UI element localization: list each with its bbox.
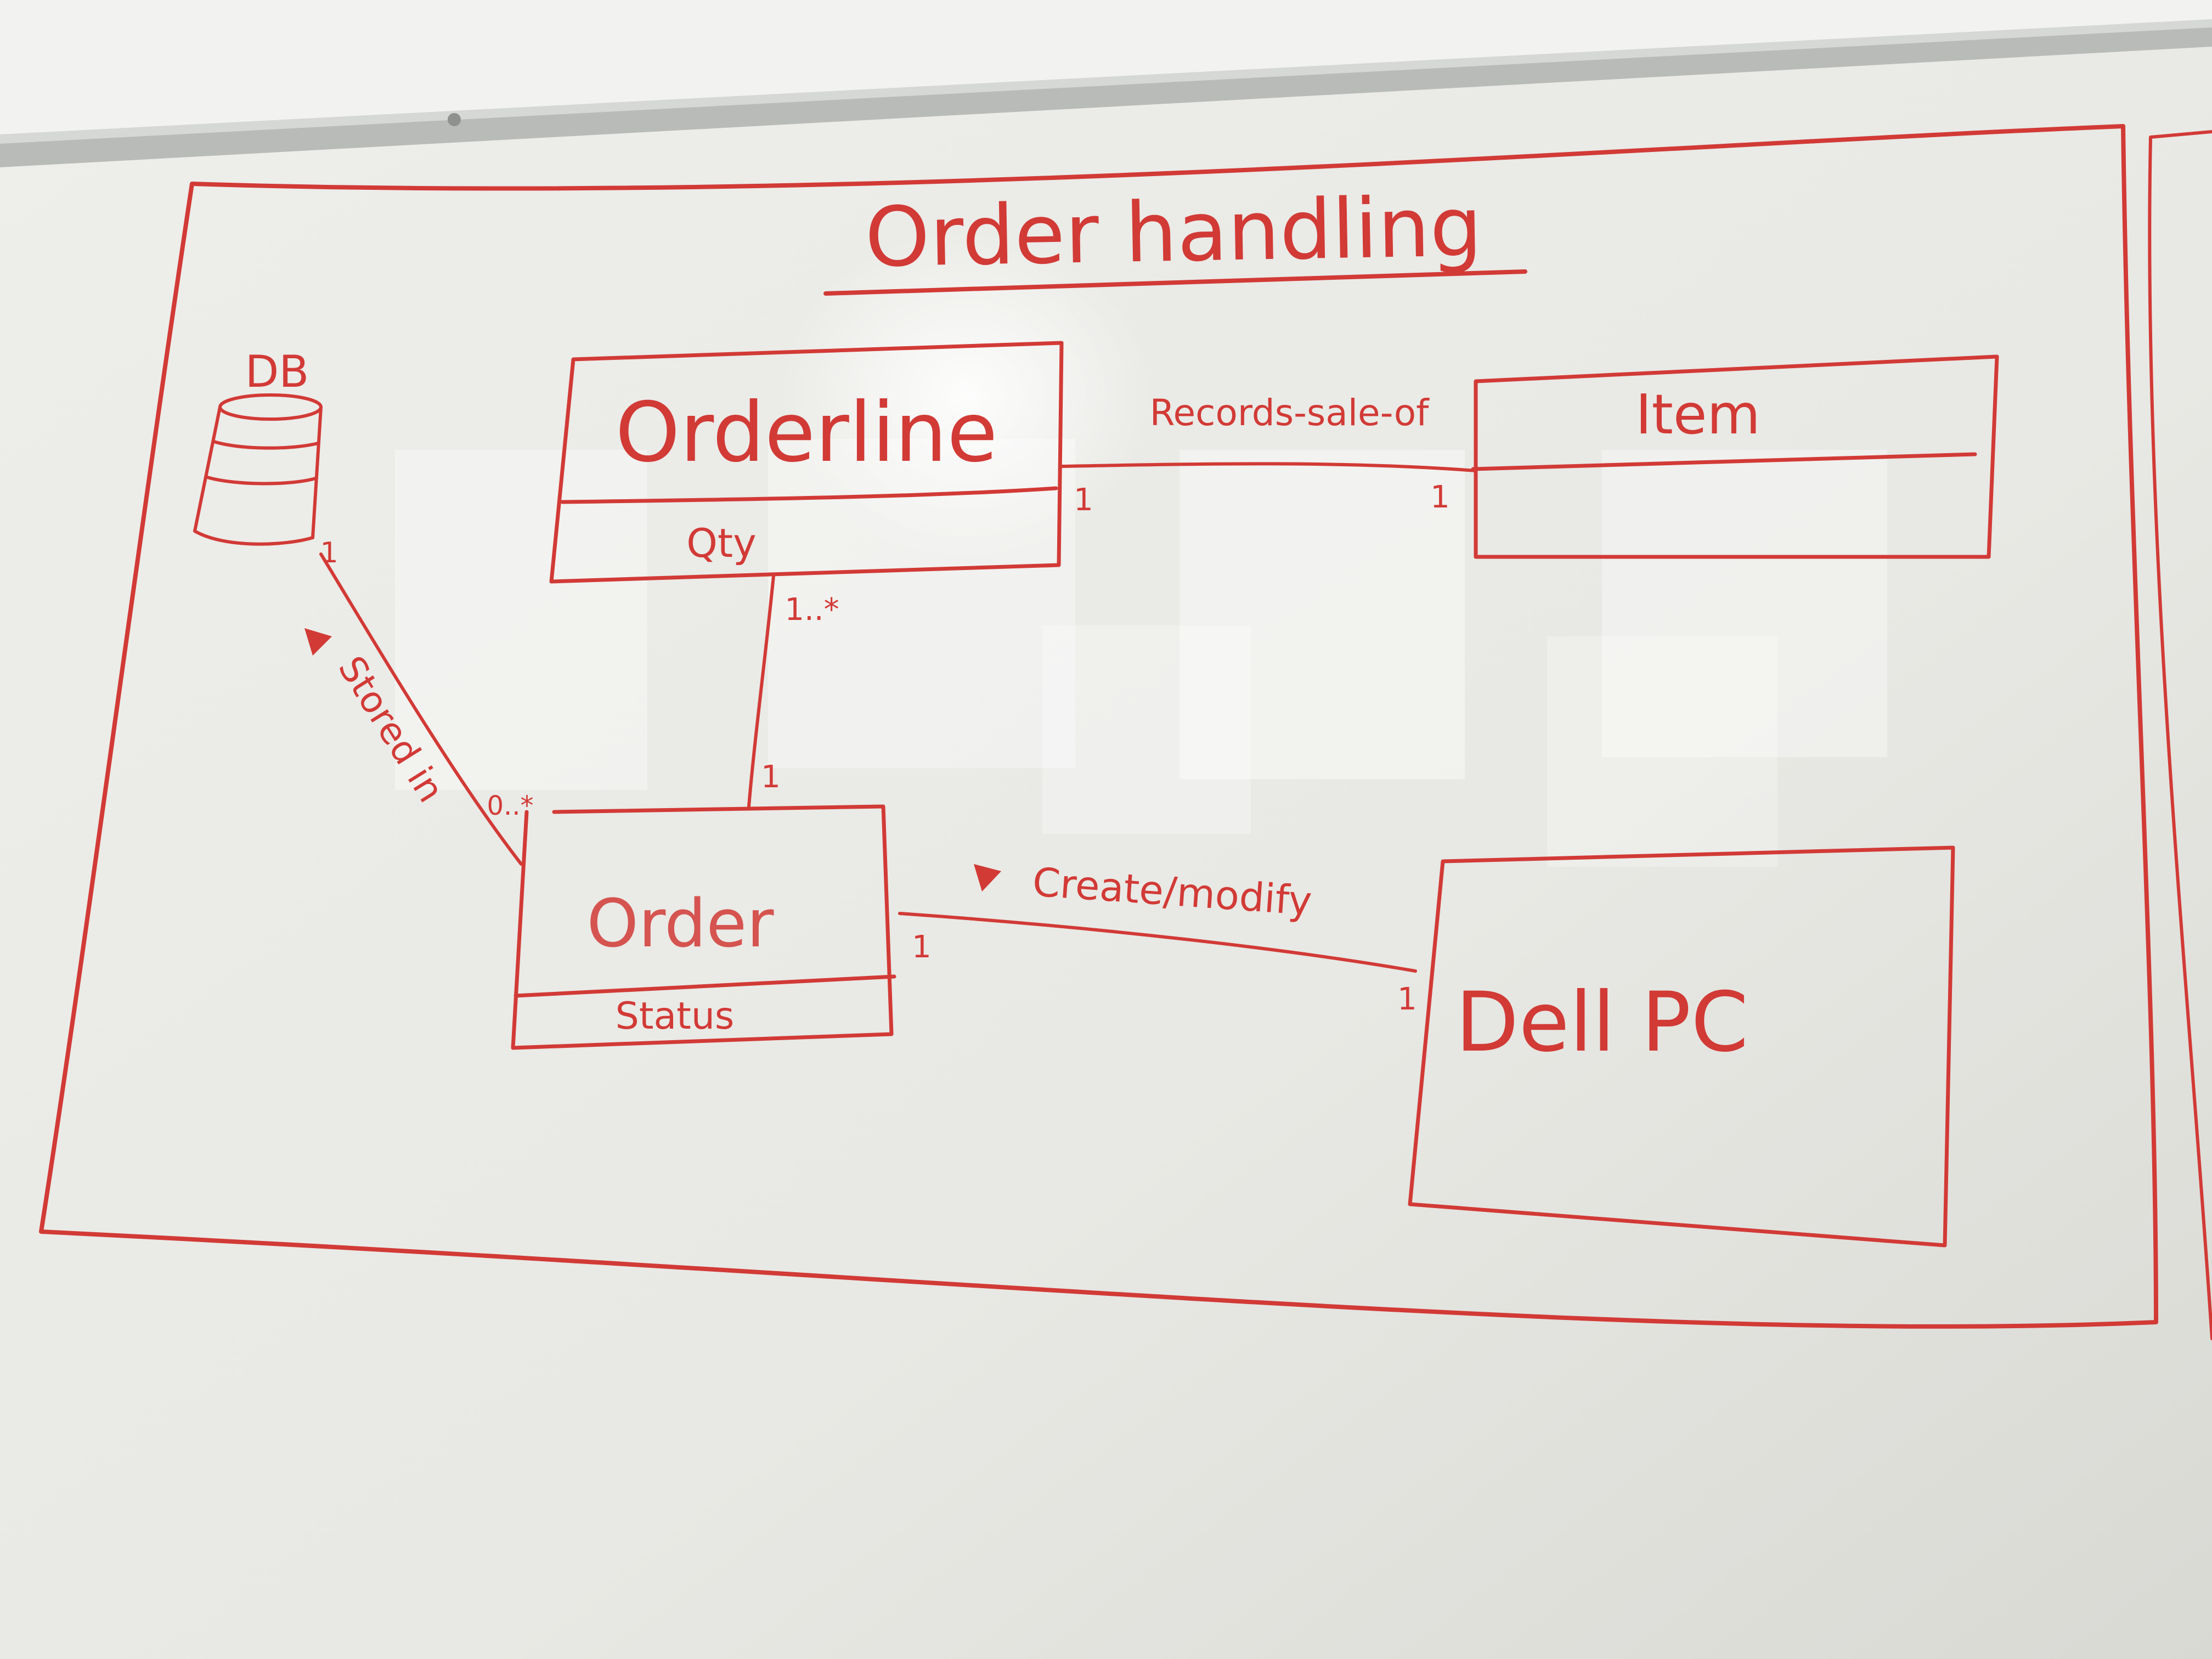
- class-order-attribute: Status: [616, 995, 735, 1038]
- association-orderline-order: 1..* 1: [747, 574, 839, 808]
- class-item-name: Item: [1635, 382, 1760, 447]
- class-order-name: Order: [586, 886, 774, 962]
- multiplicity-order-pc: 1: [912, 929, 932, 965]
- class-orderline: Orderline Qty: [549, 341, 1064, 584]
- database-symbol: DB: [193, 346, 323, 546]
- frame-screw: [448, 113, 461, 126]
- window-reflection: [1042, 625, 1251, 834]
- database-label: DB: [245, 346, 309, 397]
- adjacent-board-edge: [2148, 130, 2212, 1340]
- association-records-sale-of-label: Records-sale-of: [1150, 392, 1430, 434]
- window-reflection: [395, 450, 647, 790]
- multiplicity-orderline-order: 1..*: [785, 592, 839, 628]
- class-orderline-name: Orderline: [616, 385, 998, 481]
- direction-arrow-icon: [304, 628, 332, 656]
- diagram-boundary: [39, 124, 2158, 1329]
- class-orderline-attribute: Qty: [686, 520, 757, 566]
- diagram-title: Order handling: [864, 179, 1483, 286]
- class-dell-pc-name: Dell PC: [1455, 975, 1748, 1070]
- multiplicity-order-db: 0..*: [487, 791, 533, 821]
- class-order: Order Status: [511, 804, 896, 1050]
- window-reflection: [1547, 636, 1778, 867]
- class-item: Item: [1471, 354, 1999, 559]
- association-records-sale-of: Records-sale-of 1 1: [1060, 392, 1477, 518]
- multiplicity-pc-order: 1: [1397, 981, 1417, 1017]
- wall-above-board: [0, 0, 2212, 134]
- window-reflection: [1180, 450, 1465, 779]
- class-dell-pc: Dell PC: [1408, 845, 1955, 1248]
- title-underline: [823, 269, 1527, 296]
- direction-arrow-icon: [974, 864, 1001, 891]
- multiplicity-item-orderline: 1: [1430, 479, 1450, 515]
- top-frame-highlight: [0, 19, 2212, 144]
- multiplicity-orderline-item: 1: [1074, 482, 1093, 518]
- multiplicity-db-order: 1: [320, 537, 338, 569]
- multiplicity-order-orderline: 1: [761, 759, 781, 795]
- window-reflection: [1602, 450, 1887, 757]
